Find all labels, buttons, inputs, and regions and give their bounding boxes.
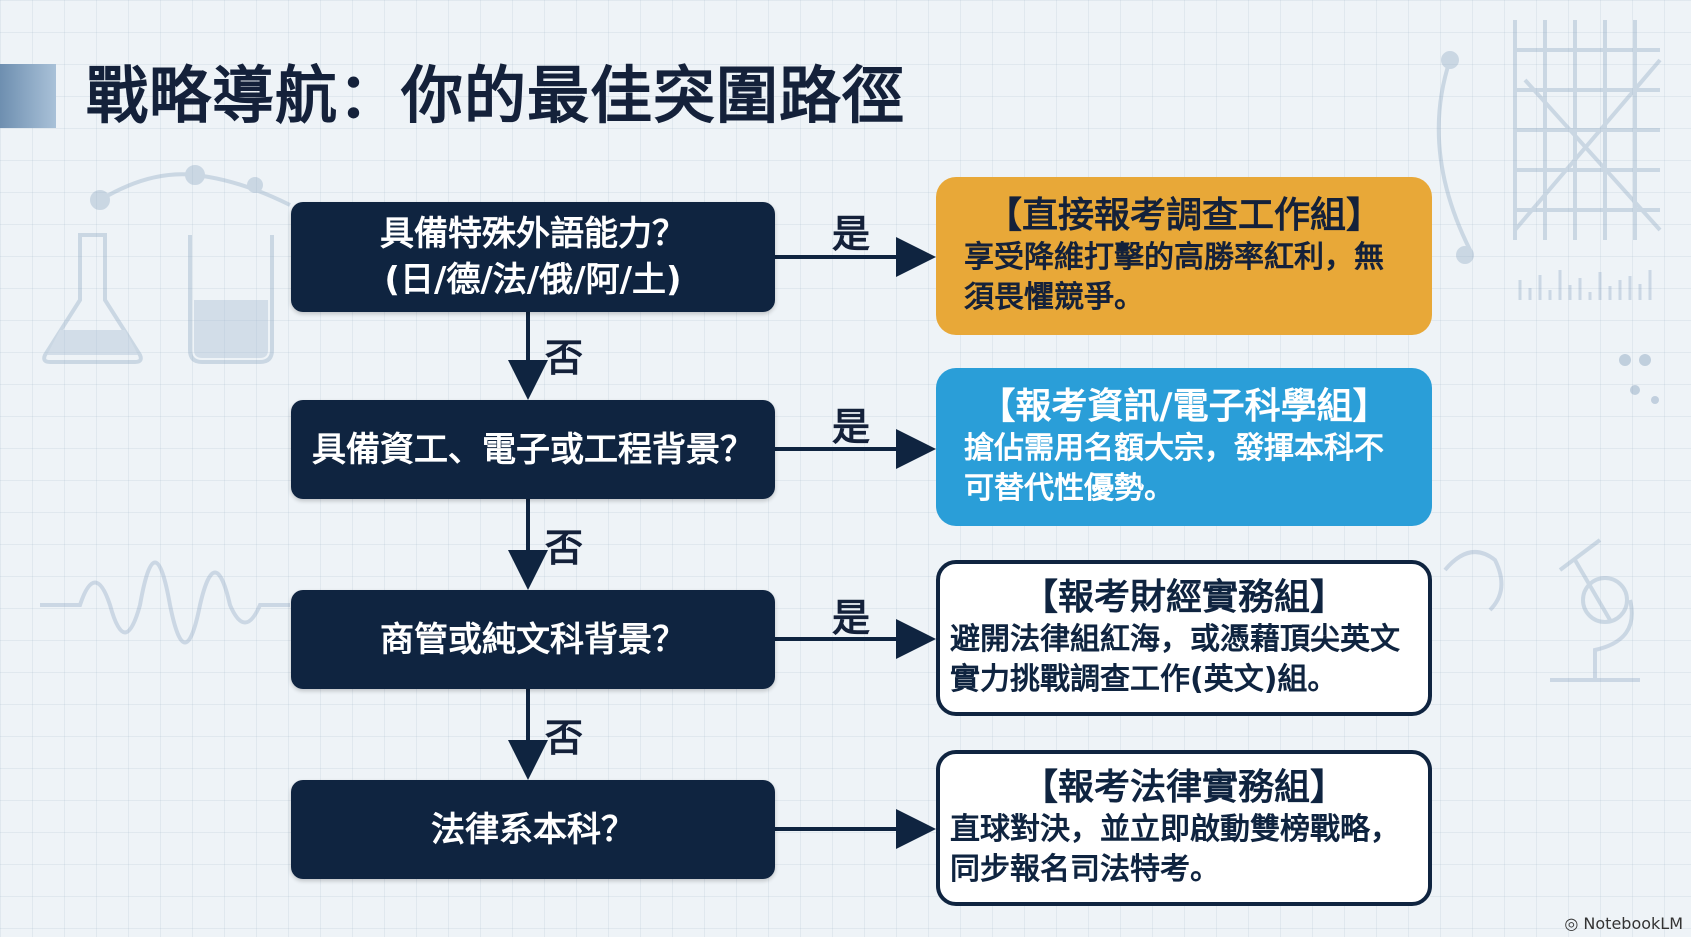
result-box-investigation: 【直接報考調查工作組】 享受降維打擊的高勝率紅利，無須畏懼競爭。 [936, 177, 1432, 335]
notebooklm-logo-icon: ◎ [1564, 914, 1584, 933]
question-text: 商管或純文科背景？ [380, 619, 686, 660]
question-box-law: 法律系本科？ [291, 780, 775, 879]
title-accent-bar [0, 64, 56, 128]
result-body: 享受降維打擊的高勝率紅利，無須畏懼競爭。 [964, 240, 1384, 315]
result-box-law: 【報考法律實務組】 直球對決，並立即啟動雙榜戰略，同步報名司法特考。 [936, 750, 1432, 906]
no-label: 否 [545, 716, 584, 760]
result-body: 搶佔需用名額大宗，發揮本科不可替代性優勢。 [964, 431, 1384, 506]
yes-label: 是 [832, 405, 871, 449]
yes-label: 是 [832, 596, 871, 640]
yes-label: 是 [832, 212, 871, 256]
result-box-finance: 【報考財經實務組】 避開法律組紅海，或憑藉頂尖英文實力挑戰調查工作(英文)組。 [936, 560, 1432, 716]
result-title: 【直接報考調查工作組】 [985, 195, 1382, 236]
page-title: 戰略導航：你的最佳突圍路徑 [86, 59, 906, 132]
question-text: 具備資工、電子或工程背景？ [312, 429, 754, 470]
result-body: 避開法律組紅海，或憑藉頂尖英文實力挑戰調查工作(英文)組。 [950, 622, 1400, 697]
result-title: 【報考法律實務組】 [1021, 767, 1346, 808]
no-label: 否 [545, 336, 584, 380]
result-body: 直球對決，並立即啟動雙榜戰略，同步報名司法特考。 [950, 812, 1400, 887]
result-box-it-electronics: 【報考資訊/電子科學組】 搶佔需用名額大宗，發揮本科不可替代性優勢。 [936, 368, 1432, 526]
question-text: 法律系本科？ [431, 809, 635, 850]
question-box-engineering: 具備資工、電子或工程背景？ [291, 400, 775, 499]
question-box-language: 具備特殊外語能力？ (日/德/法/俄/阿/土) [291, 202, 775, 312]
question-box-business: 商管或純文科背景？ [291, 590, 775, 689]
brand-text: NotebookLM [1583, 914, 1683, 933]
brand-watermark: ◎ NotebookLM [1564, 914, 1683, 933]
question-text: 具備特殊外語能力？ [380, 214, 686, 254]
no-label: 否 [545, 526, 584, 570]
result-title: 【報考財經實務組】 [1021, 577, 1346, 618]
result-title: 【報考資訊/電子科學組】 [979, 386, 1389, 427]
question-subtext: (日/德/法/俄/阿/土) [384, 260, 682, 300]
